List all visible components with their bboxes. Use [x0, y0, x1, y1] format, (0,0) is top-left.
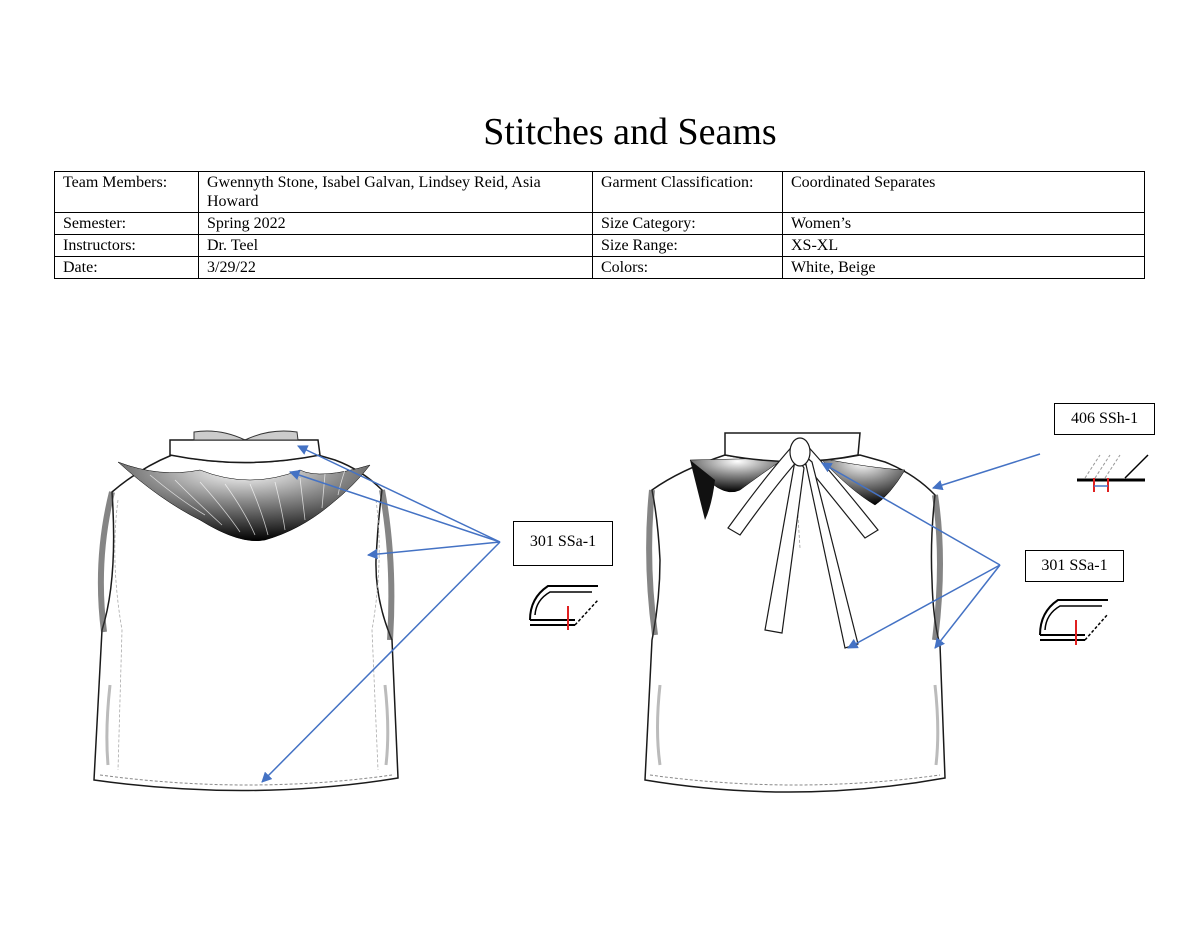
semester-value: Spring 2022 [198, 212, 593, 235]
stitch-symbol-back-side [1039, 599, 1109, 645]
date-value: 3/29/22 [198, 256, 593, 279]
info-table: Team Members: Gwennyth Stone, Isabel Gal… [54, 171, 1145, 279]
stitch-symbol-front [529, 585, 599, 630]
back-side-stitch-callout: 301 SSa-1 [1025, 550, 1124, 582]
colors-label: Colors: [592, 256, 783, 279]
stitch-symbol-back-top [1077, 454, 1149, 492]
size-range-value: XS-XL [782, 234, 1145, 257]
size-range-label: Size Range: [592, 234, 783, 257]
back-garment-flat [644, 432, 946, 793]
instructors-value: Dr. Teel [198, 234, 593, 257]
team-members-label: Team Members: [54, 171, 199, 213]
page-title: Stitches and Seams [483, 111, 777, 153]
front-garment-flat [93, 430, 399, 792]
back-top-stitch-callout: 406 SSh-1 [1054, 403, 1155, 435]
table-row: Date: 3/29/22 Colors: White, Beige [54, 256, 1145, 279]
garment-classification-value: Coordinated Separates [782, 171, 1145, 213]
callout-arrows [261, 445, 1041, 783]
colors-value: White, Beige [782, 256, 1145, 279]
table-row: Instructors: Dr. Teel Size Range: XS-XL [54, 234, 1145, 257]
team-members-value: Gwennyth Stone, Isabel Galvan, Lindsey R… [198, 171, 593, 213]
date-label: Date: [54, 256, 199, 279]
front-stitch-callout: 301 SSa-1 [513, 521, 613, 566]
table-row: Team Members: Gwennyth Stone, Isabel Gal… [54, 171, 1145, 213]
